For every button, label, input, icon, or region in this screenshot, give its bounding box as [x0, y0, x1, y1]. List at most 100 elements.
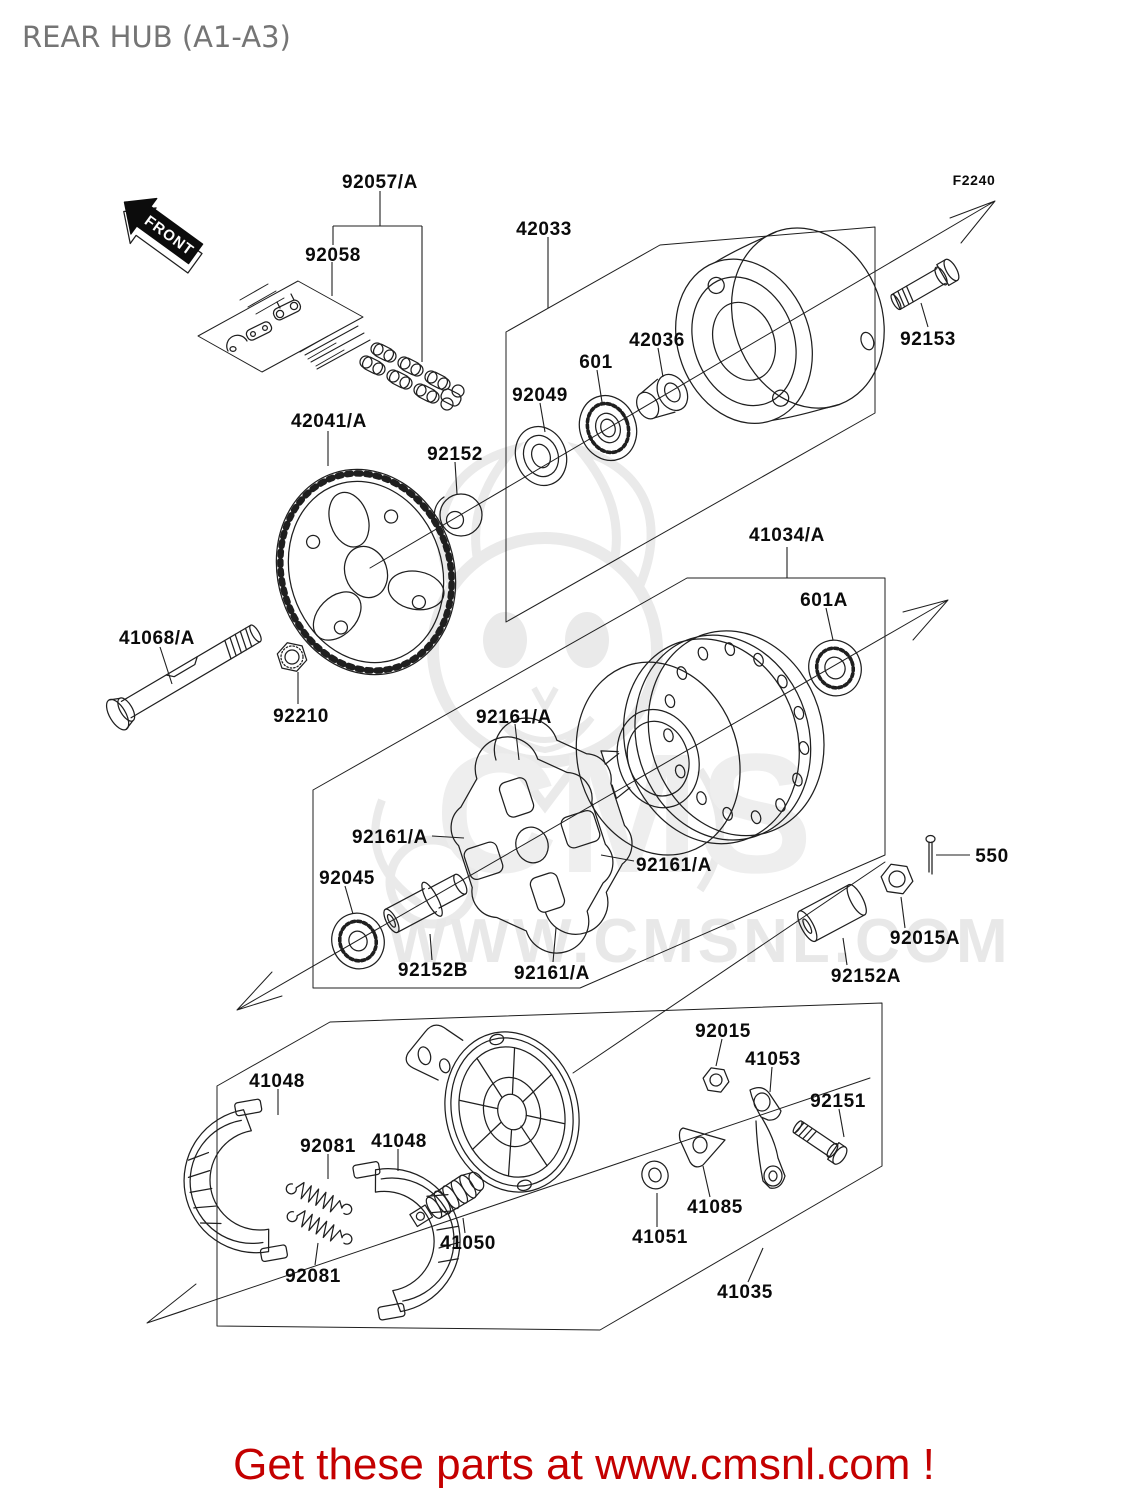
leader-line [747, 1247, 764, 1283]
indicator-41085-drawing [678, 1127, 726, 1168]
part-label-41048: 41048 [371, 1131, 427, 1152]
leader-line [769, 1066, 773, 1093]
part-label-92081: 92081 [285, 1266, 341, 1287]
part-label-42033: 42033 [516, 219, 572, 240]
collar-42036-drawing [636, 373, 689, 420]
watermark-layer: CMS WWW.CMSNL.COM [371, 441, 1012, 976]
part-label-92151: 92151 [810, 1091, 866, 1112]
part-label-42036: 42036 [629, 330, 685, 351]
leader-line [900, 896, 906, 929]
watermark-logo-text: CMS [435, 719, 813, 909]
part-label-601: 601 [579, 352, 613, 373]
part-label-41035: 41035 [717, 1282, 773, 1303]
leader-line [838, 1108, 845, 1138]
part-label-601A: 601A [800, 590, 848, 611]
part-drawings: FRONT [105, 197, 960, 1321]
hub-42033-drawing [675, 227, 885, 425]
leader-line [596, 369, 603, 403]
bearing-601a-drawing [808, 639, 862, 697]
part-label-92161-A: 92161/A [476, 707, 552, 728]
brake-panel-drawing [405, 1024, 580, 1193]
brake-group-box [216, 1002, 883, 1331]
leader-line [702, 1165, 711, 1198]
part-label-92161-A: 92161/A [352, 827, 428, 848]
part-label-41085: 41085 [687, 1197, 743, 1218]
bearing-601-drawing [578, 394, 638, 462]
axis-line-main [369, 200, 996, 569]
damper-group-box [312, 577, 886, 989]
leader-lines-layer [159, 191, 970, 1283]
leader-line [600, 854, 635, 862]
bolt-92151-drawing [792, 1120, 848, 1165]
part-label-92058: 92058 [305, 245, 361, 266]
part-label-550: 550 [975, 846, 1009, 867]
leader-line [314, 1242, 319, 1266]
brake-spring-upper-drawing [285, 1181, 353, 1215]
part-label-41053: 41053 [745, 1049, 801, 1070]
bolt-92153-drawing [890, 258, 960, 311]
part-labels-layer: 92057/A 92058 42033 F2240 42036 601 92049 92153… [119, 172, 1009, 1303]
cotter-pin-550-drawing [925, 834, 936, 875]
drive-chain-segment [359, 342, 465, 411]
page-title: REAR HUB (A1-A3) [22, 20, 291, 54]
leader-line [842, 937, 848, 966]
nut-92210-drawing [276, 642, 308, 672]
leader-line [454, 461, 458, 495]
leader-line [344, 885, 354, 915]
brake-shoe-left-drawing [183, 1098, 289, 1263]
part-label-92152B: 92152B [398, 960, 468, 981]
part-label-41051: 41051 [632, 1227, 688, 1248]
part-label-41068-A: 41068/A [119, 628, 195, 649]
front-arrow: FRONT [123, 197, 204, 274]
nut-92015a-drawing [880, 863, 914, 895]
leader-line [431, 835, 465, 839]
construction-lines [146, 200, 996, 1331]
part-label-41048: 41048 [249, 1071, 305, 1092]
part-label-92210: 92210 [273, 706, 329, 727]
brake-spring-lower-drawing [286, 1210, 353, 1245]
leader-line [159, 646, 173, 685]
part-label-92015A: 92015A [890, 928, 960, 949]
part-label-92081: 92081 [300, 1136, 356, 1157]
sleeve-92152b-drawing [383, 873, 468, 934]
front-arrow-body [123, 197, 204, 265]
seal-92049-drawing [514, 425, 568, 487]
part-label-F2240: F2240 [953, 172, 996, 188]
nut-92015-drawing [702, 1067, 730, 1093]
hub-group-box [505, 226, 876, 623]
part-label-92057-A: 92057/A [342, 172, 418, 193]
box-tie-line [572, 861, 886, 1074]
part-label-92161-A: 92161/A [514, 963, 590, 984]
part-label-92153: 92153 [900, 329, 956, 350]
collar-92152a-drawing [797, 883, 867, 943]
part-label-41050: 41050 [440, 1233, 496, 1254]
watermark-url-text: WWW.CMSNL.COM [388, 907, 1012, 976]
roller-92152-drawing [433, 493, 483, 537]
leader-line [552, 927, 557, 963]
leader-line [429, 933, 433, 961]
hub-41034-drawing [575, 630, 825, 856]
chain-kit-box [197, 280, 364, 373]
leader-line [920, 302, 929, 328]
lever-41053-drawing [749, 1086, 786, 1189]
axis-line-brake [146, 1077, 871, 1324]
part-label-92049: 92049 [512, 385, 568, 406]
chain-masterlink-parts [226, 293, 302, 353]
part-label-42041-A: 42041/A [291, 411, 367, 432]
leader-line [825, 607, 834, 641]
leader-line [657, 347, 664, 378]
footer-text: Get these parts at www.cmsnl.com ! [233, 1440, 935, 1489]
chain-kit-hatches [239, 283, 371, 370]
leader-line [539, 402, 546, 433]
washer-41051-drawing [641, 1160, 669, 1190]
part-label-92015: 92015 [695, 1021, 751, 1042]
part-label-41034-A: 41034/A [749, 525, 825, 546]
part-label-92152: 92152 [427, 444, 483, 465]
bearing-92045-drawing [331, 912, 385, 970]
part-label-92045: 92045 [319, 868, 375, 889]
part-label-92152A: 92152A [831, 966, 901, 987]
leader-line [514, 723, 520, 761]
camshaft-41050-drawing [409, 1171, 485, 1228]
part-label-92161-A: 92161/A [636, 855, 712, 876]
